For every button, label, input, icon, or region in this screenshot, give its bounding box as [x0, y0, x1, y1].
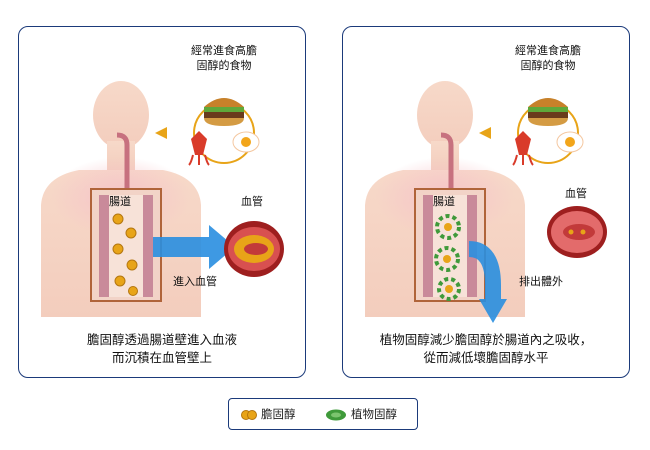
diet-label: 經常進食高膽 固醇的食物 — [515, 44, 581, 72]
excretion-arrow — [468, 241, 507, 323]
vessel-label: 血管 — [565, 187, 587, 200]
cholesterol-icon — [241, 409, 257, 420]
high-cholesterol-food — [512, 98, 584, 166]
caption: 植物固醇減少膽固醇於腸道內之吸收， 從而減低壞膽固醇水平 — [379, 332, 593, 365]
arrow-label: 排出體外 — [519, 275, 563, 288]
blood-vessel-clean — [547, 206, 607, 258]
intake-arrow — [479, 127, 491, 139]
caption: 膽固醇透過腸道壁進入血液 而沉積在血管壁上 — [86, 332, 237, 365]
plant-sterol-clusters — [434, 214, 461, 301]
right-panel: 經常進食高膽 固醇的食物 腸道 血管 排出體外 植物固醇減少膽固醇於腸道內之吸收… — [342, 26, 630, 378]
legend: 膽固醇 植物固醇 — [228, 398, 418, 430]
absorption-arrow — [153, 225, 235, 269]
cholesterol-particles-intestine — [112, 213, 138, 296]
intestine-label: 腸道 — [433, 195, 455, 208]
intake-arrow — [155, 127, 167, 139]
vessel-label: 血管 — [241, 195, 263, 208]
esophagus — [440, 132, 454, 207]
high-cholesterol-food — [188, 98, 260, 166]
legend-item-cholesterol: 膽固醇 — [241, 406, 296, 422]
left-panel: 經常進食高膽 固醇的食物 腸道 血管 進入血管 膽固醇透過腸道壁進入血液 而沉積… — [18, 26, 306, 378]
body-diagram-left — [41, 81, 284, 317]
esophagus — [116, 132, 130, 207]
arrow-label: 進入血管 — [173, 275, 217, 288]
body-diagram-right — [365, 81, 607, 323]
intestine-label: 腸道 — [109, 195, 131, 208]
legend-item-plant-sterol: 植物固醇 — [325, 406, 397, 422]
diet-label: 經常進食高膽 固醇的食物 — [191, 44, 257, 72]
plant-sterol-icon — [326, 409, 346, 420]
blood-vessel-plaque — [224, 221, 284, 277]
